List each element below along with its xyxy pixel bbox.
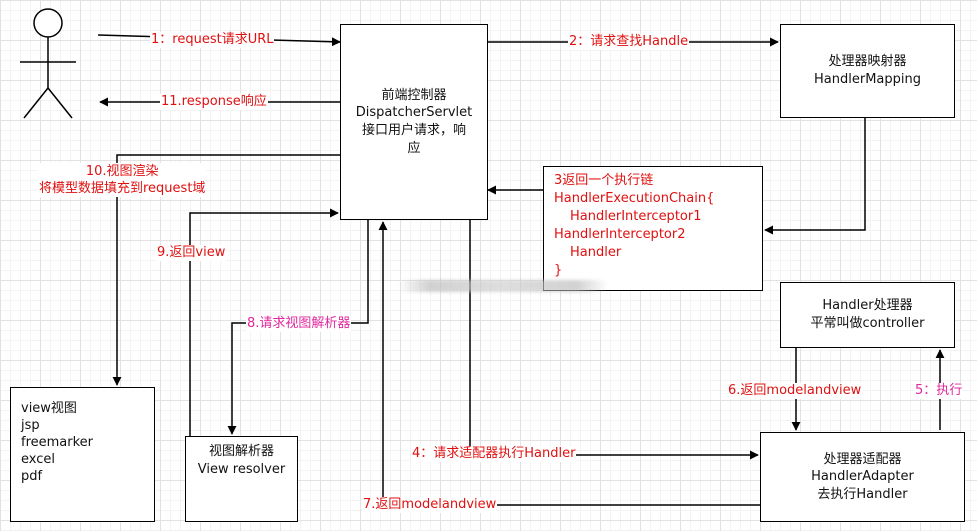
edge-2-label: 2：请求查找Handle [568, 34, 690, 50]
edge-9-line [189, 208, 339, 436]
handler-box: Handler处理器 平常叫做controller [780, 282, 955, 348]
execution-chain-box: 3返回一个执行链 HandlerExecutionChain{ HandlerI… [543, 166, 763, 291]
view-line-5: pdf [21, 469, 43, 484]
view-line-3: freemarker [21, 435, 94, 450]
chain-line-5: Handler [570, 245, 622, 260]
dispatcher-servlet-box: 前端控制器 DispatcherServlet 接口用户请求，响 应 [340, 24, 488, 220]
handler-mapping-box: 处理器映射器 HandlerMapping [780, 24, 955, 118]
view-line-2: jsp [21, 418, 40, 433]
edge-3a-line [764, 118, 866, 235]
watermark-smudge [398, 280, 608, 292]
handler-mapping-line-2: HandlerMapping [814, 72, 921, 87]
user-actor-icon [20, 8, 76, 119]
edge-1-label: 1：request请求URL [150, 32, 275, 48]
edge-8-label: 8.请求视图解析器 [246, 316, 352, 332]
view-box: view视图 jsp freemarker excel pdf [10, 387, 155, 522]
view-resolver-line-1: 视图解析器 [208, 444, 274, 459]
chain-line-2: HandlerExecutionChain{ [554, 191, 715, 206]
handler-mapping-line-1: 处理器映射器 [828, 54, 907, 70]
view-line-1: view视图 [21, 401, 77, 416]
dispatcher-line-4: 应 [407, 140, 421, 156]
chain-line-6: } [554, 263, 563, 278]
edge-6-label: 6.返回modelandview [727, 383, 863, 399]
edge-10-label: 10.视图渲染 将模型数据填充到request域 [38, 163, 207, 197]
dispatcher-line-3: 接口用户请求，响 [361, 123, 466, 138]
edge-7-label: 7.返回modelandview [362, 497, 498, 513]
edge-10-line [112, 154, 340, 386]
dispatcher-line-1: 前端控制器 [381, 87, 447, 103]
handler-line-2: 平常叫做controller [810, 316, 925, 331]
handler-line-1: Handler处理器 [822, 298, 913, 314]
chain-line-4: HandlerInterceptor2 [554, 227, 686, 242]
edge-10-label-line-1: 10.视图渲染 [85, 164, 159, 179]
dispatcher-line-2: DispatcherServlet [355, 105, 473, 121]
adapter-line-1: 处理器适配器 [823, 451, 902, 467]
edge-4-label: 4：请求适配器执行Handler [411, 446, 577, 462]
edge-9-label: 9.返回view [156, 245, 227, 261]
view-line-4: excel [21, 452, 55, 467]
edge-10-label-line-2: 将模型数据填充到request域 [39, 181, 206, 196]
adapter-line-2: HandlerAdapter [811, 469, 914, 485]
handler-adapter-box: 处理器适配器 HandlerAdapter 去执行Handler [760, 432, 965, 522]
chain-line-1: 3返回一个执行链 [554, 173, 654, 188]
view-resolver-line-2: View resolver [197, 461, 286, 477]
edge-11-label: 11.response响应 [160, 94, 268, 110]
chain-line-3: HandlerInterceptor1 [570, 209, 702, 224]
edge-5-label: 5：执行 [914, 383, 964, 399]
adapter-line-3: 去执行Handler [817, 486, 908, 502]
view-resolver-box: 视图解析器 View resolver [185, 436, 298, 522]
